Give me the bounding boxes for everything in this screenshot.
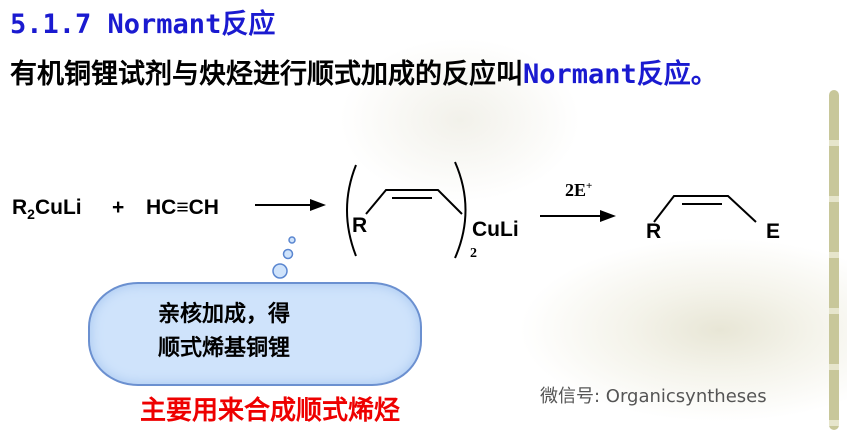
intermediate-subscript: 2 (470, 246, 477, 261)
main-note: 主要用来合成顺式烯烃 (140, 396, 401, 426)
subtitle: 有机铜锂试剂与炔烃进行顺式加成的反应叫Normant反应。 (10, 52, 718, 91)
reagent-cuprate: R2CuLi (12, 196, 82, 223)
intermediate-culi: CuLi (472, 218, 519, 241)
vine-decoration (829, 90, 839, 430)
section-title: 5.1.7 Normant反应 (10, 9, 276, 40)
reagent-acetylene: HC≡CH (146, 196, 219, 219)
product-e: E (766, 220, 781, 243)
condition: 2E+ (565, 180, 593, 200)
speech-cloud (88, 282, 422, 386)
product-r: R (646, 220, 662, 243)
subtitle-text: 有机铜锂试剂与炔烃进行顺式加成的反应叫 (10, 59, 523, 90)
watermark: 微信号: Organicsyntheses (540, 386, 767, 407)
intermediate-r: R (352, 214, 368, 237)
plus-sign: + (112, 196, 125, 219)
cloud-text: 亲核加成，得顺式烯基铜锂 (158, 302, 291, 361)
subtitle-highlight: Normant反应。 (523, 59, 718, 90)
